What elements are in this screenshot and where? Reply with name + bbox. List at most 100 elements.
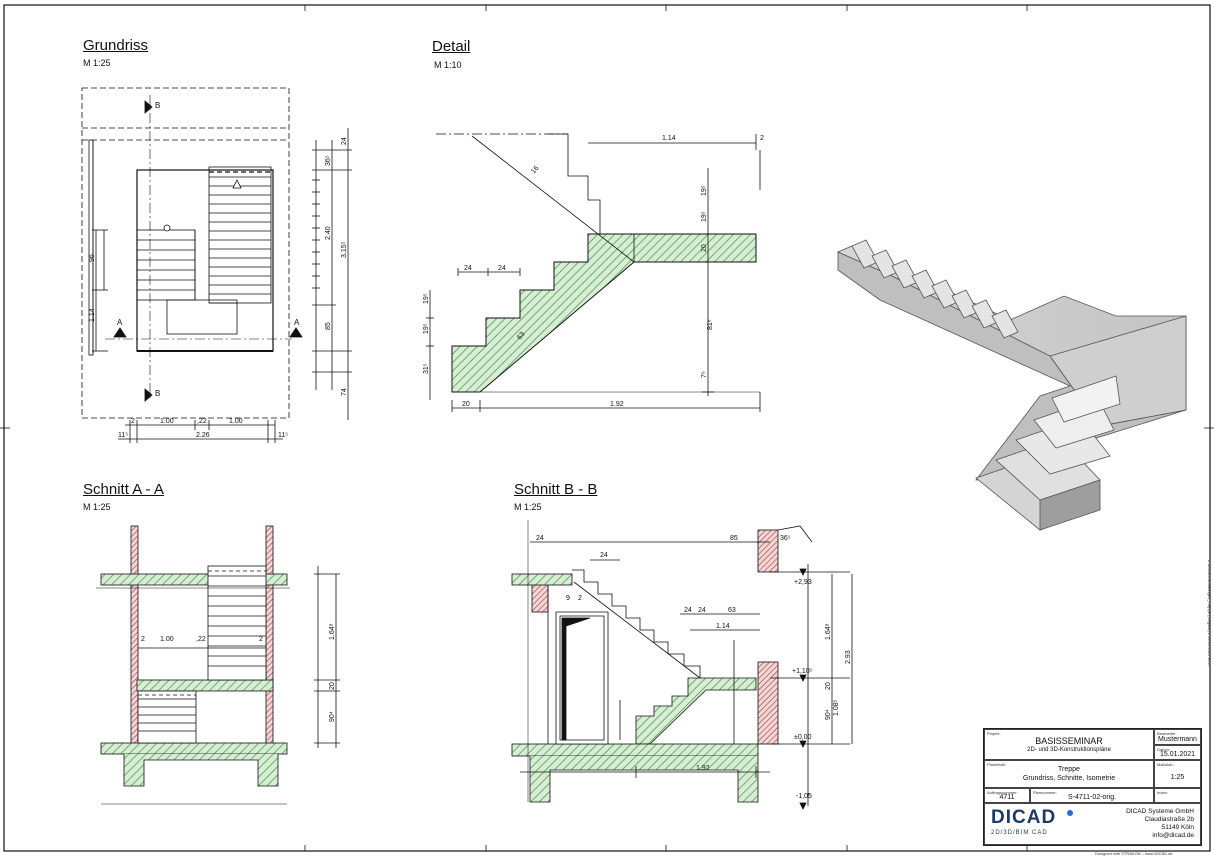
tb-order-no: 4711 xyxy=(999,794,1015,801)
tb-content-label: Planinhalt: xyxy=(987,762,1006,767)
tb-index-label: Index: xyxy=(1157,790,1168,795)
dim-226: 2.26 xyxy=(196,432,210,439)
tb-project-label: Projekt: xyxy=(987,731,1001,736)
detail-dim-16: 16 xyxy=(530,165,540,176)
bb-dim-293: 2.93 xyxy=(845,650,852,664)
detail-dim-diag: 63 xyxy=(516,331,526,342)
tb-planno-cell: Plannummer: S-4711-02-orig. xyxy=(1030,788,1154,803)
detail-dim-315: 31⁵ xyxy=(423,363,430,374)
wall-right xyxy=(265,525,274,747)
tb-order-label: Auftragsnummer: xyxy=(987,790,1018,795)
landing-slab xyxy=(136,679,274,692)
dim-36: 36⁵ xyxy=(325,155,332,166)
grundriss-outline xyxy=(81,87,290,419)
detail-dim-195d: 19⁵ xyxy=(423,323,430,334)
footer-credit: Designed with STRAKON – www.DICAD.de xyxy=(1095,851,1173,856)
tb-index-cell: Index: xyxy=(1154,788,1201,803)
dim-96: 96 xyxy=(89,254,96,262)
detail-dim-24a: 24 xyxy=(464,265,472,272)
tb-content-cell: Planinhalt: Treppe Grundriss, Schnitte, … xyxy=(984,760,1154,788)
aa-dim-164: 1.64⁸ xyxy=(329,623,336,640)
bb-dim-114: 1.14 xyxy=(716,623,730,630)
isometric-view xyxy=(837,239,1187,531)
tb-date-label: Datum: xyxy=(1157,747,1170,752)
aa-dim-20: 20 xyxy=(329,682,336,690)
schnitt-aa-view xyxy=(96,525,340,805)
section-mark-a-left: A xyxy=(117,318,123,327)
detail-dim-labels: 1.14 2 16 24 24 20 1.92 19⁵ 19⁵ 20 81⁶ 7… xyxy=(423,135,764,408)
dim-315: 3.15⁵ xyxy=(341,241,348,258)
upper-treads xyxy=(209,176,271,295)
company-street: Claudiastraße 2b xyxy=(1144,816,1195,823)
bb-dim-20: 20 xyxy=(825,682,832,690)
bb-dim-24d: 24 xyxy=(698,607,706,614)
schnitt-bb-view xyxy=(511,520,853,810)
detail-dim-24b: 24 xyxy=(498,265,506,272)
detail-dim-76: 7⁶ xyxy=(701,371,708,378)
bb-dim-164: 1.64⁸ xyxy=(825,623,832,640)
section-mark-b-top: B xyxy=(155,101,161,110)
detail-dim-192: 1.92 xyxy=(610,401,624,408)
dim-11b: 11⁵ xyxy=(278,432,288,439)
dim-2: 2 xyxy=(131,418,135,425)
aa-dim-2a: 2 xyxy=(141,636,145,643)
bb-dim-63: 63 xyxy=(728,607,736,614)
schnitt-aa-title: Schnitt A - A xyxy=(83,481,164,498)
dim-24: 24 xyxy=(341,137,348,145)
aa-dim-22: ,22 xyxy=(196,636,206,643)
company-name: DICAD Systeme GmbH xyxy=(1126,808,1194,815)
tb-order-cell: Auftragsnummer: 4711 xyxy=(984,788,1030,803)
bb-lev-110: +1,10⁵ xyxy=(792,668,813,675)
tb-project-line1: BASISSEMINAR xyxy=(1035,736,1103,746)
dim-22: ,22 xyxy=(197,418,207,425)
tb-drafter-label: Bearbeiter: xyxy=(1157,731,1177,736)
slab-top xyxy=(100,573,288,586)
bb-dim-36: 36⁵ xyxy=(780,535,791,542)
dim-74: 74 xyxy=(341,388,348,396)
title-block: Projekt: BASISSEMINAR 2D- und 3D-Konstru… xyxy=(983,728,1202,846)
detail-dim-195c: 19⁵ xyxy=(423,293,430,304)
grundriss-dim-labels: 2 1.00 ,22 1.00 2.26 11⁵ 11⁵ 24 36⁵ 2.40… xyxy=(89,137,348,439)
detail-scale: M 1:10 xyxy=(434,60,462,70)
tb-plan-no: S-4711-02-orig. xyxy=(1067,794,1117,801)
aa-dim-90: 90⁴ xyxy=(329,711,336,722)
dim-11a: 11⁵ xyxy=(118,432,128,439)
bb-lev-105: -1,05 xyxy=(796,793,812,800)
lower-flight xyxy=(136,229,196,301)
tb-scale-cell: Maßstab: 1:25 xyxy=(1154,760,1201,788)
dim-85: 85 xyxy=(325,322,332,330)
bb-lev-000: ±0,00 xyxy=(794,734,812,741)
bb-dim-24c: 24 xyxy=(684,607,692,614)
detail-dim-114: 1.14 xyxy=(662,135,676,142)
detail-view xyxy=(426,133,761,412)
schnitt-bb-title: Schnitt B - B xyxy=(514,481,598,498)
tb-drafter-cell: Bearbeiter: Mustermann xyxy=(1154,729,1201,745)
schnitt-aa-dim-labels: 2 1.00 ,22 2 1.64⁸ 20 90⁴ xyxy=(141,623,336,722)
aa-dim-100: 1.00 xyxy=(160,636,174,643)
wall-left xyxy=(130,525,139,747)
logo-dot-icon xyxy=(1067,810,1073,816)
bb-lev-293: +2,93 xyxy=(794,579,812,586)
detail-dim-20: 20 xyxy=(462,401,470,408)
bb-dim-2: 2 xyxy=(578,595,582,602)
slab-bottom xyxy=(100,742,288,755)
tb-content-line2: Grundriss, Schnitte, Isometrie xyxy=(1022,775,1116,782)
detail-dim-v20: 20 xyxy=(701,244,708,252)
section-mark-a-right: A xyxy=(294,318,300,327)
detail-dim-195b: 19⁵ xyxy=(701,211,708,222)
dim-114: 1.14 xyxy=(89,308,96,322)
tb-project-line2: 2D- und 3D-Konstruktionspläne xyxy=(1027,747,1111,753)
company-email: info@dicad.de xyxy=(1152,832,1194,839)
tb-project-cell: Projekt: BASISSEMINAR 2D- und 3D-Konstru… xyxy=(984,729,1154,760)
detail-dim-195a: 19⁵ xyxy=(701,185,708,196)
schnitt-bb-dim-labels: 24 24 85 36⁵ 24 24 63 1.14 1.92 9 2 +2,9… xyxy=(536,535,852,800)
border-ticks xyxy=(0,5,1214,851)
landing xyxy=(166,299,238,335)
dim-100a: 1.00 xyxy=(160,418,174,425)
grundriss-scale: M 1:25 xyxy=(83,58,111,68)
tb-scale: 1:25 xyxy=(1170,774,1185,781)
tb-date: 15.01.2021 xyxy=(1159,751,1196,758)
detail-title: Detail xyxy=(432,38,471,55)
